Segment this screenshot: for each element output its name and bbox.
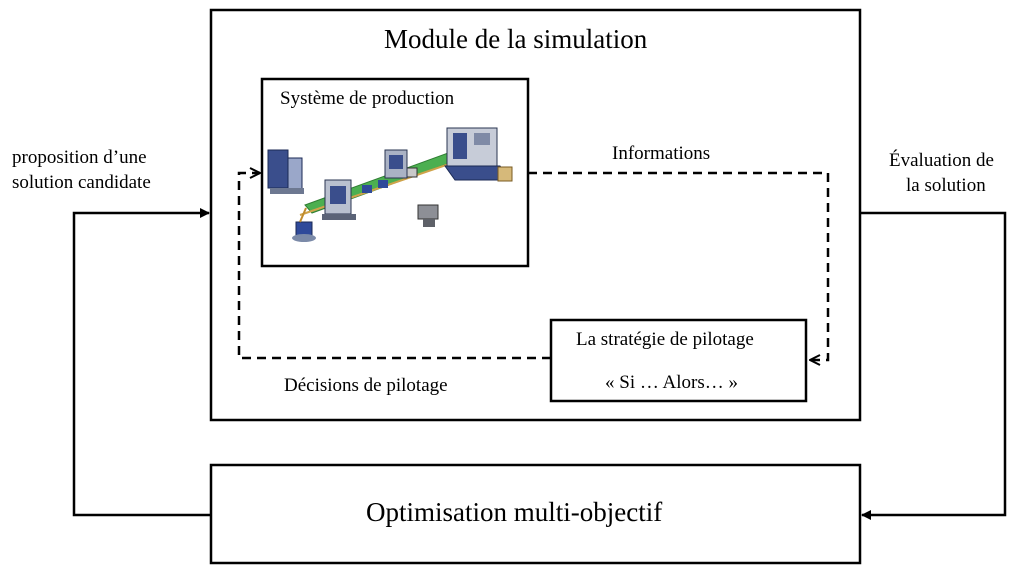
production-line-illustration	[267, 127, 513, 242]
evaluation-label-line2: la solution	[906, 175, 986, 196]
simulation-module-box	[209, 8, 862, 422]
strategy-box	[549, 318, 808, 403]
production-system-title: Système de production	[280, 88, 455, 109]
strategy-title: La stratégie de pilotage	[576, 329, 754, 350]
decisions-arrow	[237, 173, 551, 360]
optimisation-title: Optimisation multi-objectif	[366, 497, 663, 527]
strategy-rule: « Si … Alors… »	[605, 372, 739, 393]
information-label: Informations	[612, 143, 711, 164]
proposal-label-line1: proposition d’une	[12, 147, 147, 168]
proposal-label-line2: solution candidate	[12, 172, 151, 193]
information-arrow	[528, 171, 830, 360]
decisions-label: Décisions de pilotage	[284, 375, 448, 396]
evaluation-arrow	[860, 211, 1007, 520]
proposal-arrow	[72, 208, 211, 517]
simulation-module-title: Module de la simulation	[384, 24, 648, 54]
evaluation-label-line1: Évaluation de	[889, 150, 994, 171]
